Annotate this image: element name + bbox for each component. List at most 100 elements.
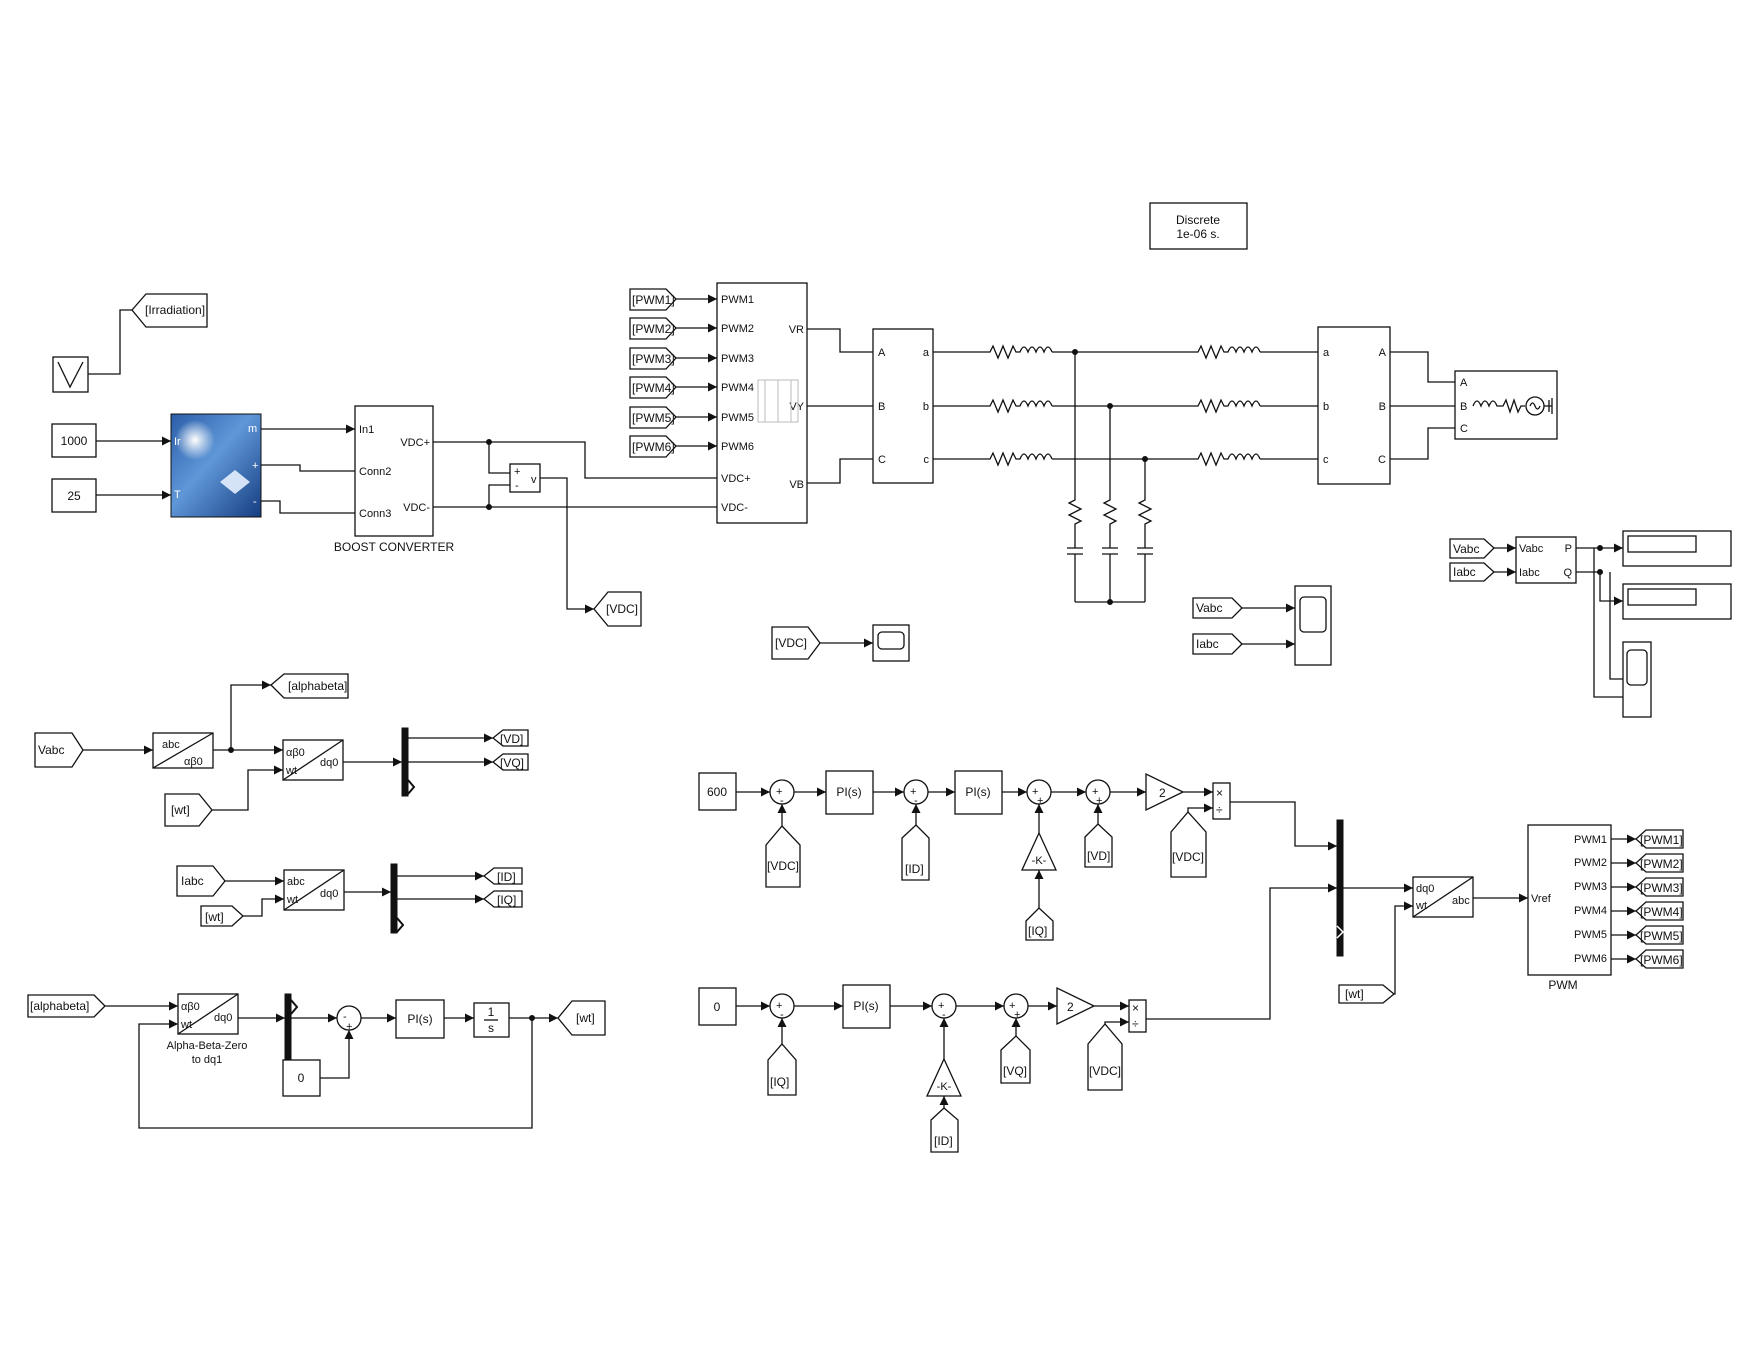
goto-tag-pwm4[interactable]: [PWM4] [1635, 901, 1684, 921]
constant-0-q[interactable]: 0 [698, 987, 737, 1026]
from-tag-vabc-pq[interactable]: Vabc [1449, 538, 1495, 559]
demux-pll[interactable] [284, 993, 299, 1061]
sum-d1[interactable]: + - [769, 779, 795, 807]
rl-branch-b1[interactable] [980, 398, 1053, 414]
from-tag-alphabeta[interactable]: [alphabeta] [27, 994, 106, 1018]
from-tag-vdc-d2[interactable]: [VDC] [1170, 811, 1207, 878]
rl-branch-c1[interactable] [980, 451, 1053, 467]
from-tag-wt-3[interactable]: [wt] [1338, 984, 1396, 1004]
voltage-measurement-block[interactable]: + - v [509, 463, 541, 493]
sum-q1[interactable]: + - [769, 993, 795, 1021]
goto-tag-iq[interactable]: [IQ] [482, 890, 523, 908]
from-tag-iq-d[interactable]: [IQ] [1025, 907, 1054, 941]
shunt-rc-branch-a[interactable] [1067, 352, 1083, 602]
from-tag-pwm6[interactable]: [PWM6] [629, 435, 677, 458]
goto-tag-wt[interactable]: [wt] [557, 1000, 606, 1036]
from-tag-iq-q[interactable]: [IQ] [767, 1043, 797, 1096]
goto-tag-vdc[interactable]: [VDC] [593, 591, 642, 627]
display-q[interactable] [1622, 583, 1732, 620]
gain-2-d[interactable]: 2 [1145, 772, 1185, 812]
goto-tag-pwm6[interactable]: [PWM6] [1635, 949, 1684, 969]
from-tag-pwm2[interactable]: [PWM2] [629, 317, 677, 340]
from-tag-id-q[interactable]: [ID] [930, 1107, 959, 1153]
boost-converter-block[interactable]: In1 Conn2 Conn3 VDC+ VDC- [354, 405, 434, 537]
three-phase-vi-measurement-2[interactable]: a b c A B C [1317, 326, 1391, 485]
svg-text:+: + [776, 1000, 782, 1012]
from-tag-vdc-d[interactable]: [VDC] [765, 825, 801, 888]
pi-controller-id[interactable]: PI(s) [954, 770, 1003, 815]
sum-d2[interactable]: + - [903, 779, 929, 807]
from-tag-iabc-pq[interactable]: Iabc [1449, 562, 1495, 582]
goto-tag-pwm2[interactable]: [PWM2] [1635, 853, 1684, 873]
from-tag-wt-2[interactable]: [wt] [200, 905, 244, 927]
pv-array-block[interactable]: Ir T m + - [170, 413, 262, 518]
display-p[interactable] [1622, 530, 1732, 567]
scope-pq[interactable] [1622, 641, 1652, 718]
scope-vdc[interactable] [872, 624, 910, 662]
sum-d3[interactable]: + + [1026, 779, 1052, 807]
goto-tag-pwm3[interactable]: [PWM3] [1635, 877, 1684, 897]
divide-d[interactable]: × ÷ [1212, 782, 1231, 820]
divide-q[interactable]: × ÷ [1128, 999, 1147, 1033]
rl-branch-b2[interactable] [1188, 398, 1261, 414]
dq0-to-abc-block[interactable]: dq0 wt abc [1412, 876, 1474, 918]
goto-tag-pwm5[interactable]: [PWM5] [1635, 925, 1684, 945]
constant-0-pll[interactable]: 0 [282, 1059, 321, 1097]
scope-vi[interactable] [1294, 585, 1332, 666]
from-tag-vdc-q[interactable]: [VDC] [1087, 1022, 1123, 1091]
sum-q2[interactable]: + - [931, 993, 957, 1021]
gain-2-q[interactable]: 2 [1056, 986, 1096, 1026]
goto-tag-id[interactable]: [ID] [482, 867, 523, 885]
shunt-rc-branch-b[interactable] [1102, 406, 1118, 602]
pwm-generator-block[interactable]: Vref PWM1 PWM2 PWM3 PWM4 PWM5 PWM6 [1527, 824, 1612, 976]
from-tag-iabc-transform[interactable]: Iabc [176, 865, 226, 897]
abc-to-dq0-block[interactable]: abc wt dq0 [283, 869, 345, 911]
pi-controller-iq[interactable]: PI(s) [842, 984, 891, 1029]
three-phase-vi-measurement-1[interactable]: A B C a b c [872, 328, 934, 484]
from-tag-pwm3[interactable]: [PWM3] [629, 347, 677, 370]
alphabeta-to-dq0-block-pll[interactable]: αβ0 wt dq0 [177, 993, 239, 1035]
from-tag-pwm4[interactable]: [PWM4] [629, 376, 677, 399]
constant-25-block[interactable]: 25 [51, 478, 97, 513]
three-phase-grid-source[interactable]: A B C [1454, 370, 1558, 440]
svg-text:[PWM6]: [PWM6] [1640, 953, 1683, 967]
goto-tag-vq[interactable]: [VQ] [491, 753, 529, 771]
sum-pll[interactable]: - + [336, 1005, 362, 1033]
from-tag-pwm1[interactable]: [PWM1] [629, 288, 677, 311]
integrator-block[interactable]: 1 s [473, 1002, 510, 1038]
alphabeta-to-dq0-block-1[interactable]: αβ0 wt dq0 [282, 739, 344, 781]
pi-controller-pll[interactable]: PI(s) [395, 999, 445, 1039]
shunt-rc-branch-c[interactable] [1137, 459, 1153, 602]
gain-k-q[interactable]: -K- [925, 1057, 963, 1097]
from-tag-vd-d[interactable]: [VD] [1084, 823, 1113, 868]
mux-dq0[interactable] [1336, 819, 1345, 957]
rl-branch-a2[interactable] [1188, 344, 1261, 360]
goto-tag-alphabeta[interactable]: [alphabeta] [270, 673, 349, 699]
from-tag-vdc-scope[interactable]: [VDC] [771, 626, 821, 660]
from-tag-iabc-scope[interactable]: Iabc [1192, 633, 1243, 655]
from-tag-vabc-scope[interactable]: Vabc [1192, 597, 1243, 619]
three-phase-inverter-block[interactable]: PWM1 PWM2 PWM3 PWM4 PWM5 PWM6 VDC+ VDC- … [716, 282, 808, 524]
svg-text:[IQ]: [IQ] [1028, 924, 1047, 938]
rl-branch-a1[interactable] [980, 344, 1053, 360]
pi-controller-vdc[interactable]: PI(s) [825, 770, 874, 815]
from-tag-vabc-transform[interactable]: Vabc [34, 732, 84, 768]
powergui-solver-block[interactable]: Discrete 1e-06 s. [1149, 202, 1248, 250]
abc-to-alphabeta-block[interactable]: abc αβ0 [152, 732, 214, 769]
rl-branch-c2[interactable] [1188, 451, 1261, 467]
svg-text:A: A [1460, 377, 1468, 389]
goto-tag-pwm1[interactable]: [PWM1] [1635, 829, 1684, 849]
pq-measurement-block[interactable]: Vabc Iabc P Q [1515, 536, 1577, 584]
from-tag-pwm5[interactable]: [PWM5] [629, 406, 677, 429]
gain-k-d[interactable]: -K- [1020, 831, 1058, 871]
sum-d4[interactable]: + + [1085, 779, 1111, 807]
from-tag-vq-q[interactable]: [VQ] [1000, 1035, 1031, 1084]
goto-tag-vd[interactable]: [VD] [491, 729, 529, 747]
constant-1000-block[interactable]: 1000 [51, 423, 97, 458]
constant-600[interactable]: 600 [698, 772, 737, 811]
goto-tag-irradiation[interactable]: [Irradiation] [131, 293, 208, 328]
sum-q3[interactable]: + + [1003, 993, 1029, 1021]
from-tag-wt-1[interactable]: [wt] [164, 793, 213, 827]
irradiation-signal-block[interactable] [52, 356, 89, 393]
from-tag-id-d[interactable]: [ID] [901, 824, 930, 881]
